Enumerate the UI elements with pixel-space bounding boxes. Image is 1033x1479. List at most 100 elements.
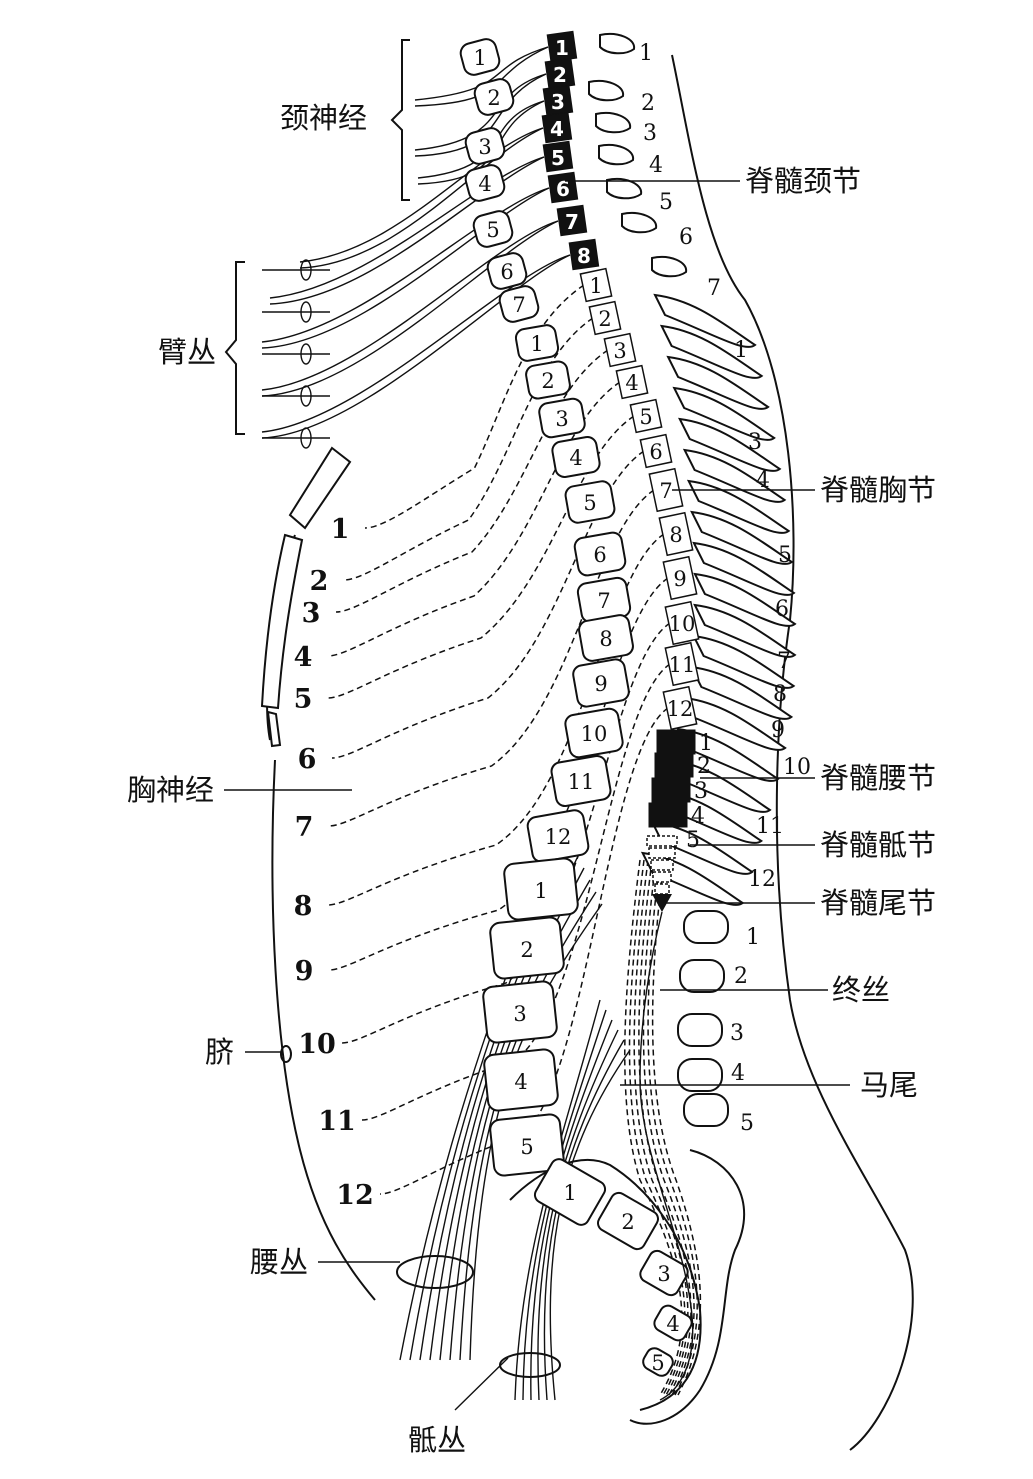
cord-thoracic-segment bbox=[662, 555, 698, 601]
cervical-nerve-line bbox=[261, 187, 550, 343]
sacral-vertebra bbox=[533, 1158, 607, 1226]
cord-cervical-number: 4 bbox=[550, 117, 564, 141]
lumbar-spinous-number: 3 bbox=[730, 1021, 744, 1046]
lumbar-spinous-number: 2 bbox=[734, 964, 748, 989]
thoracic-nerve-number: 6 bbox=[298, 744, 317, 775]
cord-lumbar-segment bbox=[648, 802, 688, 828]
cervical-spinous-number: 3 bbox=[643, 121, 657, 146]
cervical-vertebra-number: 2 bbox=[487, 86, 500, 110]
cord-thoracic-number: 1 bbox=[589, 274, 602, 298]
cord-coccygeal-segment bbox=[652, 894, 672, 912]
cervical-vertebra bbox=[459, 38, 501, 76]
cord-thoracic-segment bbox=[615, 364, 649, 400]
thoracic-nerve-number: 4 bbox=[294, 642, 313, 673]
cord-thoracic-segment bbox=[662, 685, 698, 731]
thoracic-nerve-number: 7 bbox=[295, 812, 314, 843]
thoracic-spinous-process bbox=[672, 386, 776, 441]
thoracic-vertebra-number: 11 bbox=[568, 770, 595, 794]
cervical-spinous-process bbox=[606, 178, 643, 200]
thoracic-vertebra bbox=[551, 436, 601, 478]
thoracic-spinous-process bbox=[693, 603, 797, 658]
label-sacral-plexus: 骶丛 bbox=[408, 1423, 466, 1457]
cord-thoracic-segment bbox=[588, 300, 622, 336]
leader-sacral-plexus bbox=[454, 1357, 509, 1411]
thoracic-vertebra bbox=[514, 324, 560, 362]
thoracic-nerve-number: 12 bbox=[336, 1180, 374, 1211]
cord-lumbar-segment bbox=[656, 729, 696, 755]
thoracic-spinous-process bbox=[686, 479, 791, 534]
cord-cervical-segment bbox=[547, 171, 579, 204]
cord-sacral-segment bbox=[646, 835, 678, 847]
cervical-vertebra-number: 4 bbox=[478, 172, 491, 196]
thoracic-spinous-number: 12 bbox=[748, 867, 776, 892]
cervical-nerve-line bbox=[269, 156, 545, 305]
sacral-plexus-loop bbox=[499, 1352, 561, 1378]
cauda-equina-line bbox=[647, 859, 698, 1396]
thoracic-vertebra-number: 10 bbox=[581, 722, 608, 746]
cord-cervical-number: 6 bbox=[556, 177, 570, 201]
thoracic-nerve-number: 11 bbox=[318, 1106, 356, 1137]
cervical-spinous-process bbox=[621, 212, 658, 234]
lumbar-spinous-process bbox=[683, 1093, 729, 1127]
cervical-vertebra bbox=[498, 285, 540, 323]
cord-lumbar-number: 4 bbox=[691, 804, 705, 829]
cervical-vertebra bbox=[464, 127, 506, 165]
thoracic-spinous-number: 6 bbox=[775, 597, 789, 622]
cervical-nerve-line bbox=[299, 127, 544, 269]
label-cauda-equina: 马尾 bbox=[860, 1068, 918, 1102]
cord-thoracic-number: 12 bbox=[667, 697, 694, 721]
thoracic-spinous-number: 8 bbox=[773, 682, 787, 707]
label-navel: 脐 bbox=[205, 1035, 234, 1069]
thoracic-vertebra-number: 7 bbox=[597, 589, 610, 613]
label-lumbar-segments: 脊髓腰节 bbox=[820, 761, 936, 795]
cervical-vertebra bbox=[472, 210, 514, 248]
cervical-nerve-line bbox=[299, 127, 544, 263]
thoracic-vertebra bbox=[578, 614, 634, 662]
thoracic-spinous-process bbox=[650, 820, 754, 875]
cord-sacral-number: 5 bbox=[686, 828, 700, 853]
cord-thoracic-number: 9 bbox=[673, 567, 686, 591]
cord-thoracic-segment bbox=[579, 267, 613, 303]
thoracic-nerve-path bbox=[327, 533, 665, 906]
cord-thoracic-segment bbox=[639, 433, 673, 469]
cord-cervical-segment bbox=[556, 204, 588, 237]
cord-thoracic-number: 5 bbox=[639, 405, 652, 429]
cord-cervical-segment bbox=[541, 111, 573, 144]
label-filum-terminale: 终丝 bbox=[832, 973, 890, 1007]
thoracic-nerve-number: 9 bbox=[295, 956, 314, 987]
thoracic-spinous-process bbox=[653, 293, 757, 348]
thoracic-spinous-number: 11 bbox=[756, 814, 784, 839]
cord-lumbar-segment bbox=[654, 752, 694, 778]
thoracic-spinous-process bbox=[683, 696, 787, 751]
cord-thoracic-number: 8 bbox=[669, 523, 682, 547]
thoracic-vertebra-number: 12 bbox=[545, 825, 572, 849]
cord-lumbar-number: 2 bbox=[697, 754, 711, 779]
cervical-nerve-line bbox=[414, 73, 547, 151]
cervical-spinous-process bbox=[599, 33, 636, 55]
cord-cervical-number: 7 bbox=[565, 210, 579, 234]
thoracic-nerve-number: 3 bbox=[302, 598, 321, 629]
cord-cervical-number: 3 bbox=[551, 90, 565, 114]
lumbar-vertebra-number: 3 bbox=[513, 1002, 526, 1026]
cord-sacral-segment bbox=[650, 859, 674, 871]
brachial-bracket bbox=[224, 261, 245, 435]
cervical-spinous-number: 4 bbox=[649, 153, 663, 178]
thoracic-spinous-process bbox=[682, 448, 787, 503]
cervical-vertebra-number: 5 bbox=[486, 218, 499, 242]
thoracic-spinous-process bbox=[659, 324, 764, 379]
brachial-root-ring bbox=[300, 385, 312, 407]
thoracic-spinous-process bbox=[692, 541, 796, 596]
lumbar-vertebra-number: 1 bbox=[534, 879, 547, 903]
sacral-vertebra-number: 5 bbox=[651, 1351, 664, 1375]
brachial-root-ring bbox=[300, 343, 312, 365]
thoracic-vertebra-number: 1 bbox=[530, 332, 543, 356]
lumbar-vertebra bbox=[503, 857, 579, 921]
cervical-nerve-line bbox=[269, 156, 545, 299]
cord-thoracic-segment bbox=[664, 641, 700, 687]
cauda-equina-line bbox=[651, 859, 702, 1396]
sacral-vertebra bbox=[642, 1347, 674, 1377]
cord-thoracic-segment bbox=[658, 511, 694, 557]
cord-sacral-segment bbox=[652, 871, 672, 883]
